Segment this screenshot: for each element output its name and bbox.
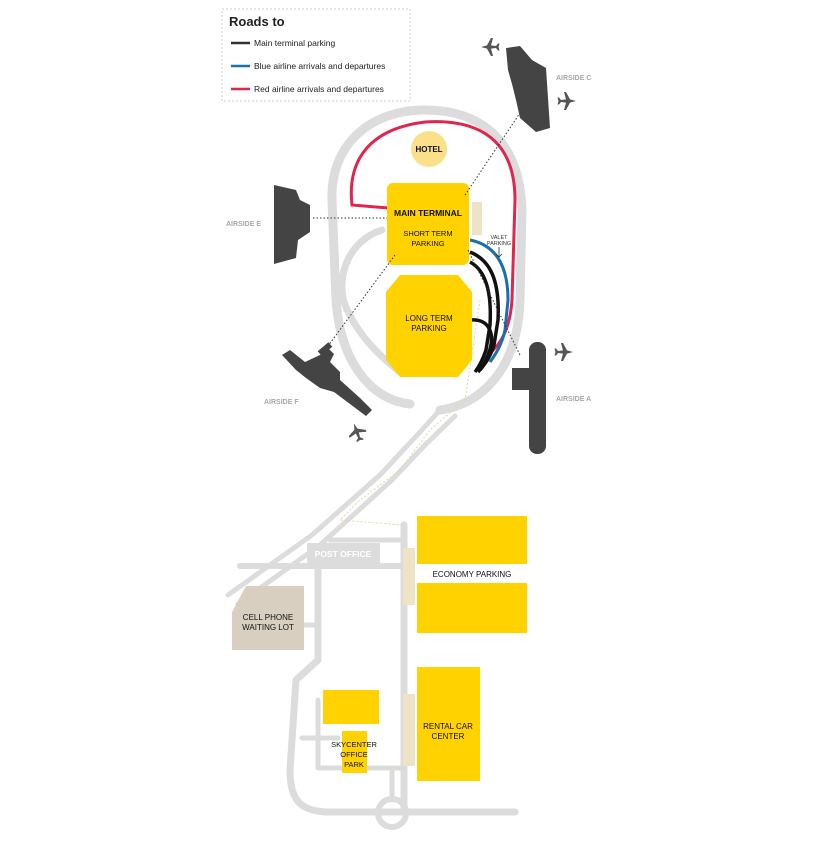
legend: Roads to Main terminal parking Blue airl… <box>221 8 411 102</box>
airplane-icon <box>557 92 576 110</box>
cell-phone-lot <box>232 586 304 650</box>
sky-label-3: PARK <box>344 760 364 769</box>
legend-item-blue: Blue airline arrivals and departures <box>254 61 385 71</box>
short-term-label-2: PARKING <box>411 239 444 248</box>
cell-label-1: CELL PHONE <box>243 613 293 622</box>
legend-item-red: Red airline arrivals and departures <box>254 84 384 94</box>
airside-e-label: AIRSIDE E <box>226 221 261 228</box>
short-term-label-1: SHORT TERM <box>403 229 452 238</box>
airside-a <box>512 342 546 454</box>
black-routes <box>469 250 500 374</box>
legend-item-main: Main terminal parking <box>254 38 336 48</box>
main-terminal-label: MAIN TERMINAL <box>394 208 462 218</box>
economy-label: ECONOMY PARKING <box>433 570 512 579</box>
road-network <box>225 105 527 830</box>
valet-label-1: VALET <box>490 235 508 241</box>
economy-curb <box>403 548 415 605</box>
valet-label-2: PARKING <box>487 241 511 247</box>
valet-arrow-icon <box>495 247 503 258</box>
airside-f-label: AIRSIDE F <box>264 399 299 406</box>
skycenter-building-north <box>323 690 379 724</box>
main-terminal <box>387 183 469 265</box>
long-term-label-1: LONG TERM <box>405 314 453 323</box>
airplane-icon <box>345 420 369 445</box>
post-office <box>307 543 380 564</box>
legend-title: Roads to <box>229 14 285 29</box>
airside-e <box>274 185 310 264</box>
blue-route <box>469 238 510 363</box>
terminal-curb <box>472 202 482 235</box>
airside-connectors <box>313 109 523 356</box>
long-term-label-2: PARKING <box>411 324 446 333</box>
rental-label-1: RENTAL CAR <box>423 722 473 731</box>
skycenter-building-south <box>342 731 367 773</box>
airside-a-label: AIRSIDE A <box>556 396 591 403</box>
rental-curb <box>403 694 415 766</box>
long-term-parking <box>386 275 472 377</box>
cell-label-2: WAITING LOT <box>242 623 294 632</box>
sky-label-2: OFFICE <box>340 750 368 759</box>
airside-c <box>506 46 550 132</box>
sky-label-1: SKYCENTER <box>331 740 377 749</box>
rental-car-center <box>417 667 480 781</box>
economy-parking-south <box>417 583 527 633</box>
red-route <box>349 120 517 357</box>
airside-f <box>282 342 372 416</box>
post-office-label: POST OFFICE <box>315 549 372 559</box>
rental-label-2: CENTER <box>432 732 465 741</box>
airplane-icon <box>554 343 573 361</box>
airplane-icon <box>481 38 500 56</box>
hotel-label: HOTEL <box>415 145 442 154</box>
walkways <box>338 299 481 769</box>
economy-parking-north <box>417 516 527 564</box>
hotel <box>411 131 447 167</box>
airside-c-label: AIRSIDE C <box>556 75 591 82</box>
